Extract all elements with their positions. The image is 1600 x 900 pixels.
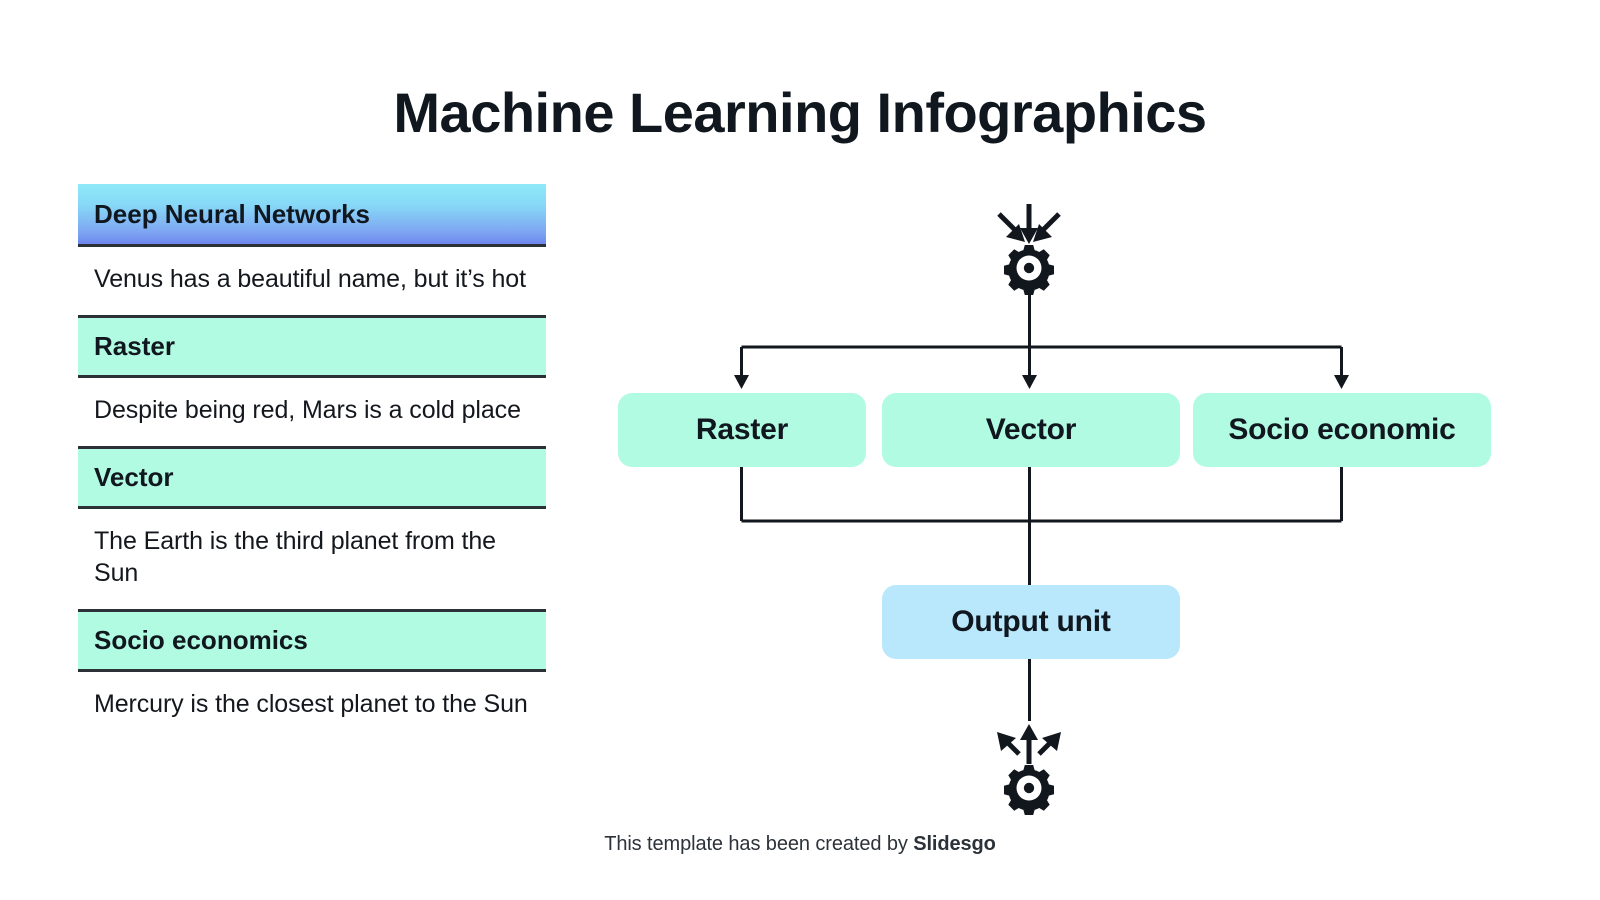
list-body-raster: Despite being red, Mars is a cold place <box>94 396 521 424</box>
list-header-vector[interactable]: Vector <box>78 446 546 509</box>
accordion-list: Deep Neural Networks Venus has a beautif… <box>78 184 546 740</box>
diagram-node-vector[interactable]: Vector <box>882 393 1180 467</box>
footer-credit: This template has been created by Slides… <box>0 833 1600 856</box>
footer-credit-text: This template has been created by <box>604 833 914 855</box>
diagram-connectors <box>734 285 1349 721</box>
diagram-node-output-unit[interactable]: Output unit <box>882 585 1180 659</box>
list-item: Vector The Earth is the third planet fro… <box>78 446 546 609</box>
list-header-deep-neural-networks[interactable]: Deep Neural Networks <box>78 184 546 247</box>
gear-arrows-out-icon <box>981 720 1077 816</box>
list-header-label: Deep Neural Networks <box>94 198 370 229</box>
list-body-vector: The Earth is the third planet from the S… <box>94 527 496 587</box>
list-body-socio-economics: Mercury is the closest planet to the Sun <box>94 690 528 718</box>
diagram-node-socio-economic[interactable]: Socio economic <box>1193 393 1491 467</box>
list-header-label: Raster <box>94 331 175 361</box>
flow-diagram: Raster Vector Socio economic Output unit <box>590 185 1520 815</box>
list-item: Deep Neural Networks Venus has a beautif… <box>78 184 546 315</box>
diagram-node-raster[interactable]: Raster <box>618 393 866 467</box>
footer-brand: Slidesgo <box>913 833 996 855</box>
list-item: Socio economics Mercury is the closest p… <box>78 609 546 740</box>
list-header-socio-economics[interactable]: Socio economics <box>78 609 546 672</box>
list-header-label: Vector <box>94 462 174 492</box>
list-header-label: Socio economics <box>94 625 308 655</box>
list-item: Raster Despite being red, Mars is a cold… <box>78 315 546 446</box>
list-header-raster[interactable]: Raster <box>78 315 546 378</box>
arrowhead <box>734 375 1349 389</box>
list-body-deep-neural-networks: Venus has a beautiful name, but it’s hot <box>94 265 526 293</box>
page-title: Machine Learning Infographics <box>393 81 1207 144</box>
gear-arrows-in-icon <box>981 200 1077 296</box>
